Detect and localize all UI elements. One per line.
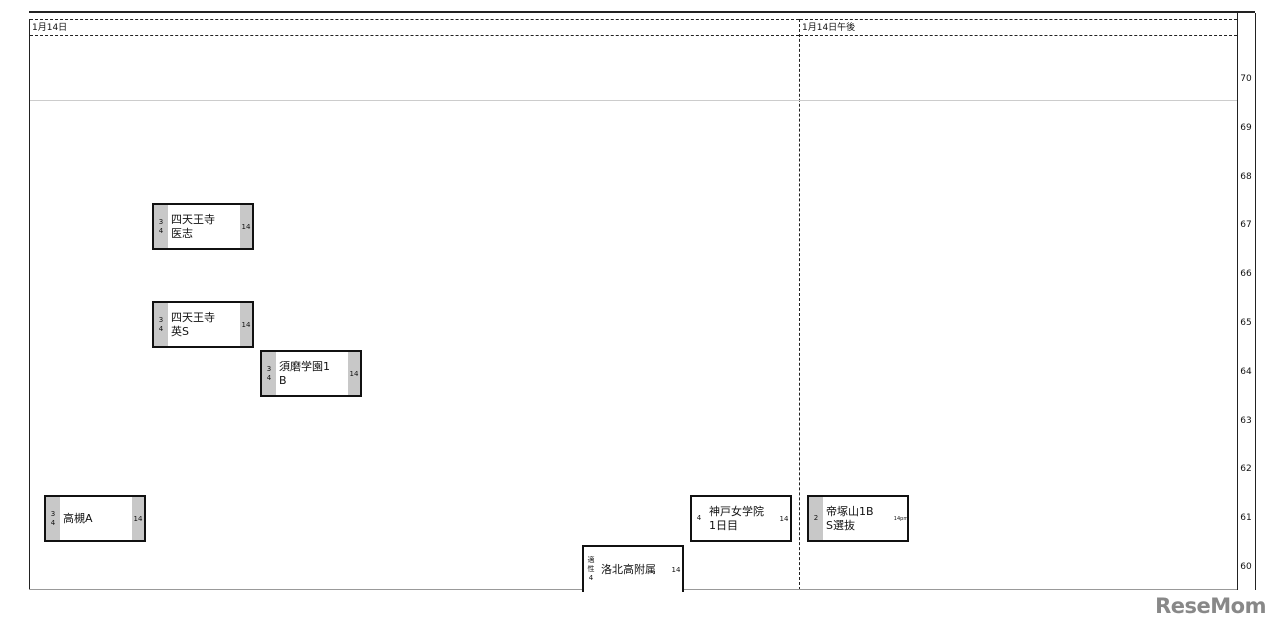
entry-name: 四天王寺英S — [171, 310, 215, 338]
value-axis — [1237, 13, 1256, 590]
axis-tick-label: 62 — [1240, 464, 1252, 475]
axis-tick-label: 67 — [1240, 220, 1252, 231]
header-afternoon: 1月14日午後 — [800, 19, 1237, 36]
axis-tick-label: 70 — [1240, 74, 1252, 84]
entry-days: 4 — [696, 514, 702, 522]
entry-date: 14 — [779, 514, 789, 523]
entry-date: 14 — [240, 205, 252, 248]
header-morning: 1月14日 — [30, 19, 799, 36]
entry-name: 四天王寺医志 — [171, 212, 215, 240]
axis-tick-label: 65 — [1240, 318, 1252, 328]
entry-date: 14 — [671, 565, 681, 574]
entry-date: 14 — [132, 497, 144, 540]
axis-tick-label: 60 — [1240, 562, 1252, 572]
axis-tick-label: 61 — [1240, 513, 1252, 524]
session-divider — [799, 19, 800, 590]
axis-tick-label: 63 — [1240, 415, 1252, 426]
entry-days: 2 — [809, 497, 823, 540]
entry-name: 洛北高附属 — [601, 562, 656, 576]
gridline-70 — [30, 100, 1237, 101]
resemom-logo: ReseMom — [1155, 594, 1266, 618]
axis-tick-label: 68 — [1240, 171, 1252, 182]
axis-tick-label: 64 — [1240, 366, 1252, 377]
entry-name: 高槻A — [63, 511, 93, 525]
axis-tick-label: 69 — [1240, 122, 1252, 133]
entry-date: 14 — [240, 303, 252, 346]
top-border — [29, 11, 1255, 13]
axis-tick-label: 66 — [1240, 269, 1252, 280]
entry-date: 14 — [348, 352, 360, 395]
entry-date: 14pm — [893, 515, 909, 522]
left-border — [29, 19, 30, 590]
